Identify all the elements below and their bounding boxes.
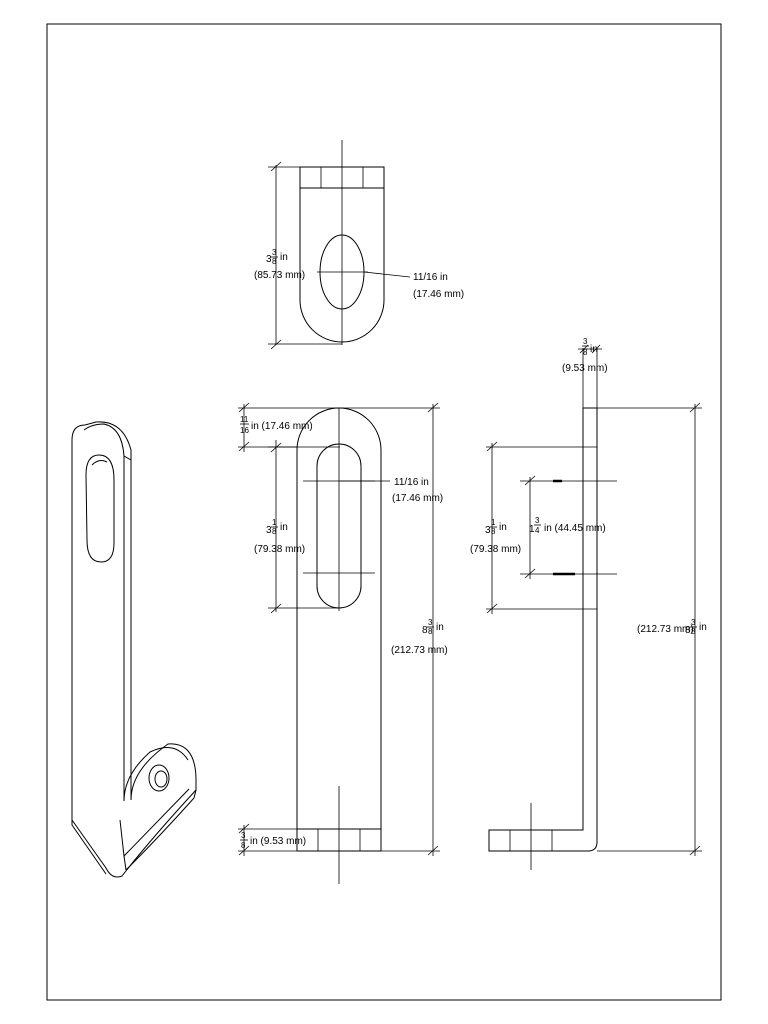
- side-inner-unit: in (44.45 mm): [544, 523, 606, 534]
- front-slot-width-in: 11/16 in: [394, 477, 429, 488]
- side-thick-unit: in: [590, 344, 598, 355]
- side-overall-unit: in: [699, 622, 707, 633]
- top-height-den: 8: [272, 257, 277, 266]
- top-height-mm: (85.73 mm): [254, 270, 305, 281]
- side-view-outline: [488, 407, 598, 852]
- front-overall-num: 3: [428, 618, 433, 627]
- front-base-num: 3: [241, 831, 246, 840]
- front-slot-whole: 3: [266, 525, 272, 536]
- front-slot-num: 1: [272, 518, 277, 527]
- front-top-unit: in (17.46 mm): [251, 421, 313, 432]
- front-slot-mm: (79.38 mm): [254, 544, 305, 555]
- side-overall-den: 8: [691, 627, 696, 636]
- side-thick-num: 3: [583, 337, 588, 346]
- side-thick-mm: (9.53 mm): [562, 363, 608, 374]
- front-overall-whole: 8: [422, 625, 428, 636]
- top-hole-mm: (17.46 mm): [413, 289, 464, 300]
- front-overall-unit: in: [436, 622, 444, 633]
- front-view: 11 16 in (17.46 mm) 11/16 in (17.46 mm) …: [238, 402, 448, 884]
- front-overall-mm: (212.73 mm): [391, 645, 448, 656]
- top-height-whole: 3: [266, 254, 272, 265]
- side-view: 3 8 in (9.53 mm) 3 1 8 in (79.38 mm) 1 3…: [470, 337, 707, 870]
- side-slot-unit: in: [499, 522, 507, 533]
- front-top-num: 11: [240, 415, 249, 424]
- side-overall-mm: (212.73 mm): [637, 624, 694, 635]
- side-thick-den: 8: [583, 348, 588, 357]
- front-top-den: 16: [240, 426, 249, 435]
- top-height-unit: in: [280, 252, 288, 263]
- iso-outline: [71, 421, 197, 878]
- front-overall-den: 8: [428, 627, 433, 636]
- side-overall-num: 3: [691, 618, 696, 627]
- side-slot-mm: (79.38 mm): [470, 544, 521, 555]
- side-inner-whole: 1: [529, 524, 535, 535]
- sheet-border: [46, 23, 722, 1001]
- front-slot-width-mm: (17.46 mm): [392, 493, 443, 504]
- side-inner-den: 4: [535, 526, 540, 535]
- top-view-outline: [299, 166, 385, 343]
- front-base-unit: in (9.53 mm): [250, 836, 306, 847]
- iso-hole: [148, 764, 170, 792]
- top-height-num: 3: [272, 248, 277, 257]
- top-view: 3 3 8 in (85.73 mm) 11/16 in (17.46 mm): [254, 140, 464, 350]
- iso-slot: [85, 454, 115, 563]
- front-slot-unit: in: [280, 522, 288, 533]
- side-slot-num: 1: [491, 518, 496, 527]
- front-slot-den: 8: [272, 527, 277, 536]
- side-slot-whole: 3: [485, 525, 491, 536]
- top-hole-in: 11/16 in: [413, 272, 448, 283]
- front-base-den: 8: [241, 841, 246, 850]
- side-inner-num: 3: [535, 516, 540, 525]
- isometric-view: [71, 421, 197, 878]
- side-slot-den: 8: [491, 527, 496, 536]
- side-overall-whole: 8: [685, 625, 691, 636]
